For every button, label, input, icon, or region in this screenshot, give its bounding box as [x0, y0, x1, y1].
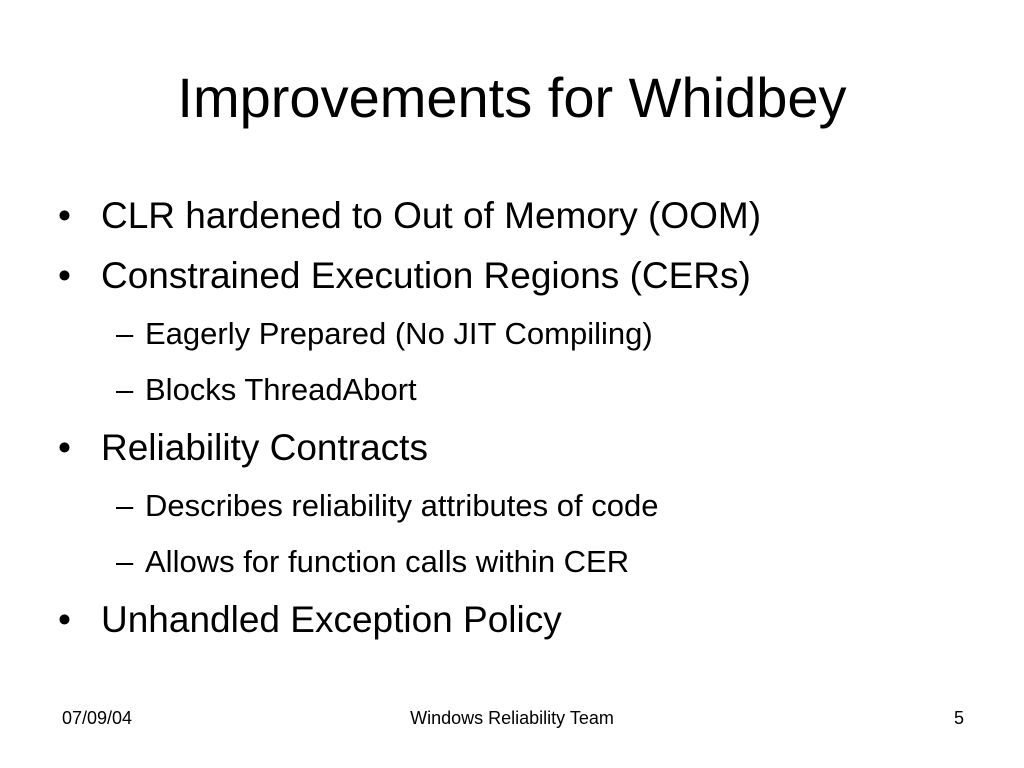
bullet-item: • Constrained Execution Regions (CERs) [58, 246, 998, 306]
bullet-item: • Reliability Contracts [58, 418, 998, 478]
sub-bullet-text: Eagerly Prepared (No JIT Compiling) [145, 316, 653, 351]
bullet-text: Reliability Contracts [101, 427, 428, 468]
bullet-item: • Unhandled Exception Policy [58, 590, 998, 650]
sub-bullet-item: – Allows for function calls within CER [58, 534, 998, 590]
footer-team: Windows Reliability Team [410, 708, 614, 728]
slide-title: Improvements for Whidbey [177, 66, 847, 129]
sub-bullet-marker: – [116, 316, 134, 351]
footer-date: 07/09/04 [62, 708, 133, 728]
bullet-text: CLR hardened to Out of Memory (OOM) [101, 195, 762, 236]
sub-bullet-marker: – [116, 372, 134, 407]
bullet-item: • CLR hardened to Out of Memory (OOM) [58, 186, 998, 246]
sub-bullet-marker: – [116, 544, 134, 579]
bullet-list: • CLR hardened to Out of Memory (OOM) • … [58, 186, 998, 650]
sub-bullet-marker: – [116, 488, 134, 523]
sub-bullet-text: Describes reliability attributes of code [145, 488, 659, 523]
sub-bullet-item: – Eagerly Prepared (No JIT Compiling) [58, 306, 998, 362]
bullet-marker: • [58, 599, 71, 640]
footer-page-number: 5 [953, 708, 964, 728]
bullet-text: Unhandled Exception Policy [101, 599, 562, 640]
bullet-marker: • [58, 427, 71, 468]
sub-bullet-text: Allows for function calls within CER [145, 544, 630, 579]
sub-bullet-item: – Describes reliability attributes of co… [58, 478, 998, 534]
sub-bullet-text: Blocks ThreadAbort [145, 372, 417, 407]
bullet-marker: • [58, 255, 71, 296]
bullet-marker: • [58, 195, 71, 236]
sub-bullet-item: – Blocks ThreadAbort [58, 362, 998, 418]
bullet-text: Constrained Execution Regions (CERs) [101, 255, 751, 296]
